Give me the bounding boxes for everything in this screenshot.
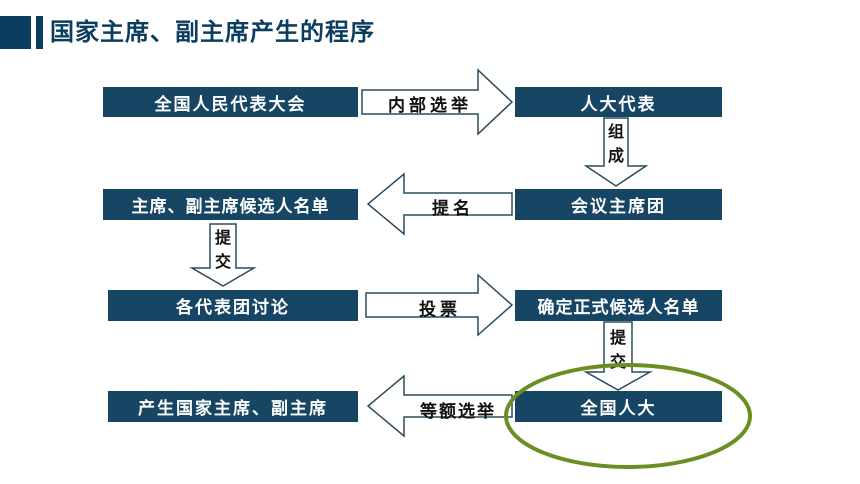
box-presidium: 会议主席团 — [515, 189, 722, 220]
box-candidate-list: 主席、副主席候选人名单 — [103, 189, 358, 220]
page-title: 国家主席、副主席产生的程序 — [50, 18, 375, 46]
arrow-down-form — [583, 117, 649, 187]
label-internal-election: 内部选举 — [388, 96, 472, 116]
title-accent-bar — [36, 16, 43, 49]
arrow-down-submit-2 — [583, 321, 653, 391]
label-equal-election: 等额选举 — [420, 402, 496, 422]
arrow-left-nominate — [366, 172, 513, 236]
box-npc-congress: 全国人民代表大会 — [103, 87, 358, 117]
label-nominate: 提名 — [432, 199, 474, 219]
arrow-right-vote — [365, 273, 514, 337]
box-elect-result: 产生国家主席、副主席 — [108, 391, 358, 422]
highlight-circle — [504, 363, 752, 469]
box-npc: 全国人大 — [515, 391, 722, 422]
label-vote: 投票 — [419, 300, 461, 320]
box-delegation-discussion: 各代表团讨论 — [108, 290, 358, 321]
arrow-right-internal-election — [361, 68, 514, 136]
title-accent-block — [0, 16, 31, 49]
arrow-left-equal-election — [366, 374, 513, 438]
label-submit-1: 提交 — [214, 228, 231, 271]
box-deputies: 人大代表 — [515, 87, 722, 117]
box-final-candidate-list: 确定正式候选人名单 — [515, 290, 722, 321]
label-form: 组成 — [607, 122, 624, 165]
arrow-down-submit-1 — [189, 223, 257, 287]
